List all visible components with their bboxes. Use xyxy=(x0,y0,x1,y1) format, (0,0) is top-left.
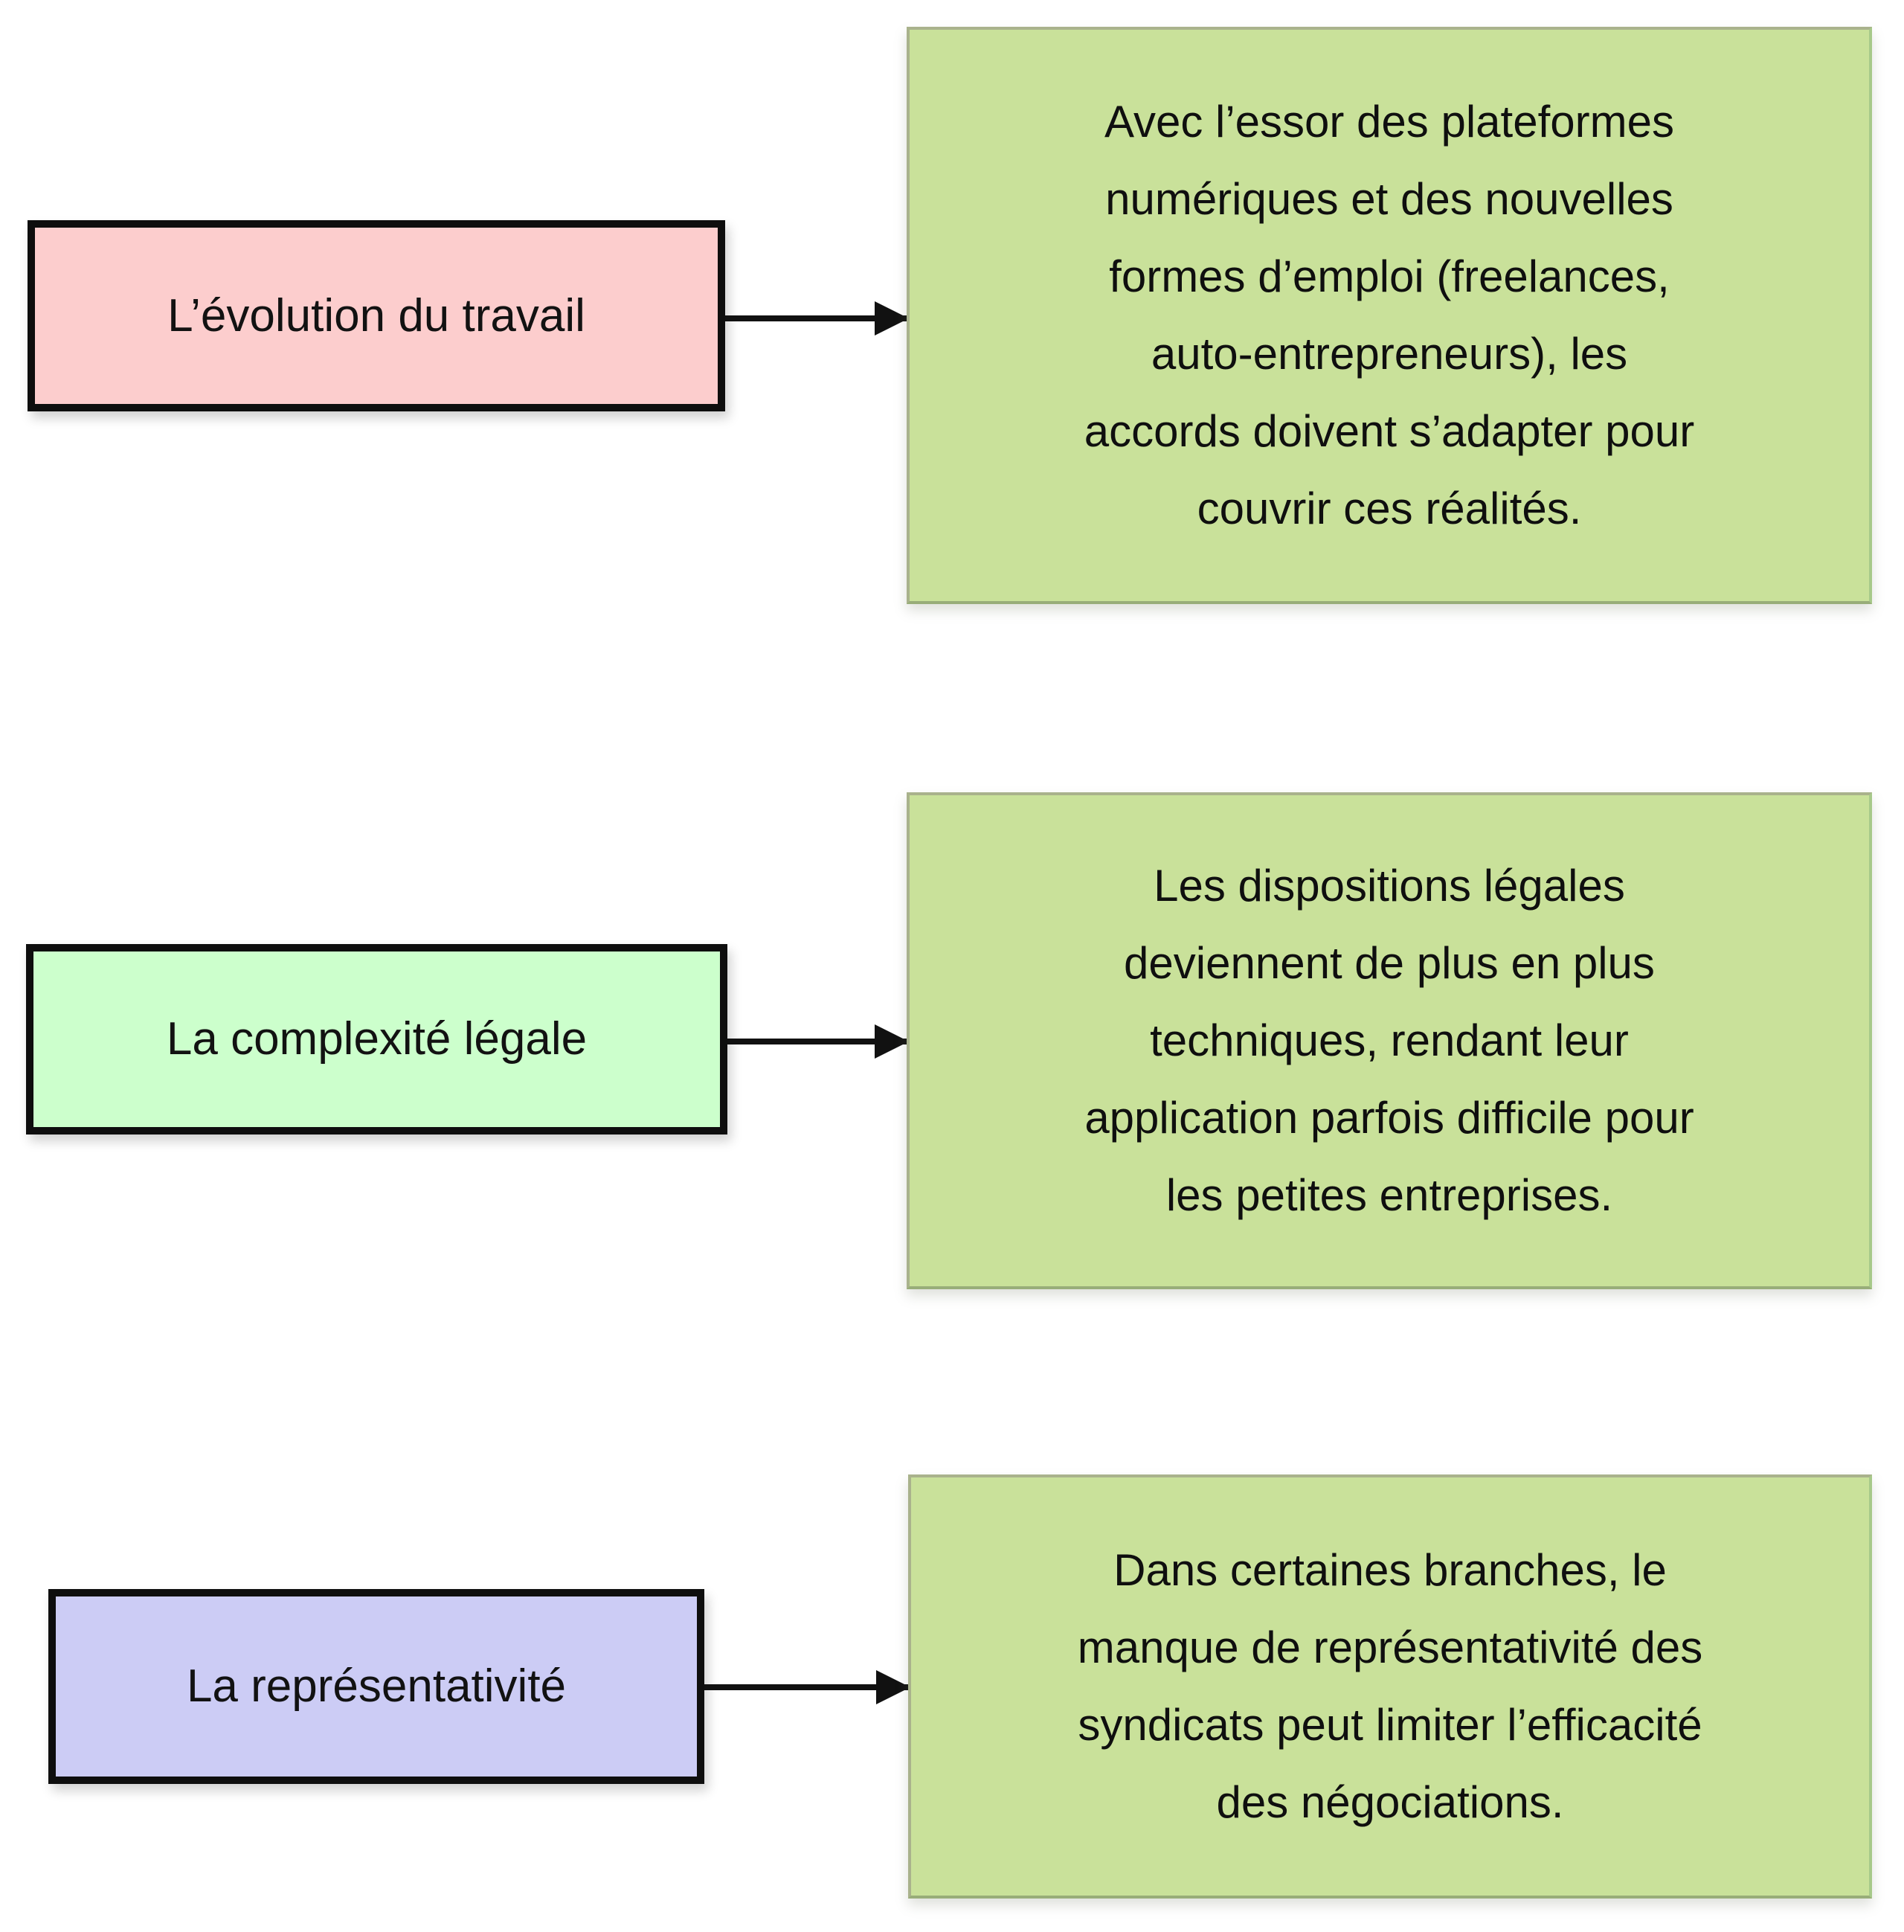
arrowhead-right-icon xyxy=(875,1024,909,1059)
description-line: couvrir ces réalités. xyxy=(1197,484,1582,533)
description-line: application parfois difficile pour xyxy=(1084,1093,1694,1143)
arrow-connector-2 xyxy=(727,1024,909,1059)
description-line: techniques, rendant leur xyxy=(1150,1015,1629,1065)
description-line: accords doivent s’adapter pour xyxy=(1084,406,1695,456)
label-text-evolution-du-travail: L’évolution du travail xyxy=(167,289,585,341)
description-box-complexite-legale: Les dispositions légales deviennent de p… xyxy=(907,792,1872,1289)
description-box-representativite: Dans certaines branches, le manque de re… xyxy=(908,1474,1872,1899)
description-line: syndicats peut limiter l’efficacité xyxy=(1078,1700,1702,1750)
label-box-representativite: La représentativité xyxy=(48,1589,704,1784)
label-box-evolution-du-travail: L’évolution du travail xyxy=(28,220,725,411)
description-box-evolution-du-travail: Avec l’essor des plateformes numériques … xyxy=(907,27,1872,604)
description-line: Avec l’essor des plateformes xyxy=(1104,97,1674,147)
description-line: deviennent de plus en plus xyxy=(1124,938,1655,988)
description-line: formes d’emploi (freelances, xyxy=(1109,251,1670,301)
description-line: auto-entrepreneurs), les xyxy=(1151,329,1628,379)
arrow-connector-3 xyxy=(704,1670,910,1704)
description-line: Dans certaines branches, le xyxy=(1113,1545,1667,1595)
description-line: Les dispositions légales xyxy=(1154,861,1625,911)
label-text-representativite: La représentativité xyxy=(186,1660,567,1713)
description-line: numériques et des nouvelles xyxy=(1105,174,1673,224)
description-line: manque de représentativité des xyxy=(1077,1623,1703,1672)
arrowhead-right-icon xyxy=(876,1670,910,1704)
label-text-complexite-legale: La complexité légale xyxy=(166,1013,588,1065)
description-line: des négociations. xyxy=(1216,1777,1564,1827)
arrow-connector-1 xyxy=(725,301,909,336)
description-line: les petites entreprises. xyxy=(1165,1170,1613,1220)
label-box-complexite-legale: La complexité légale xyxy=(26,944,727,1135)
arrowhead-right-icon xyxy=(875,301,909,336)
